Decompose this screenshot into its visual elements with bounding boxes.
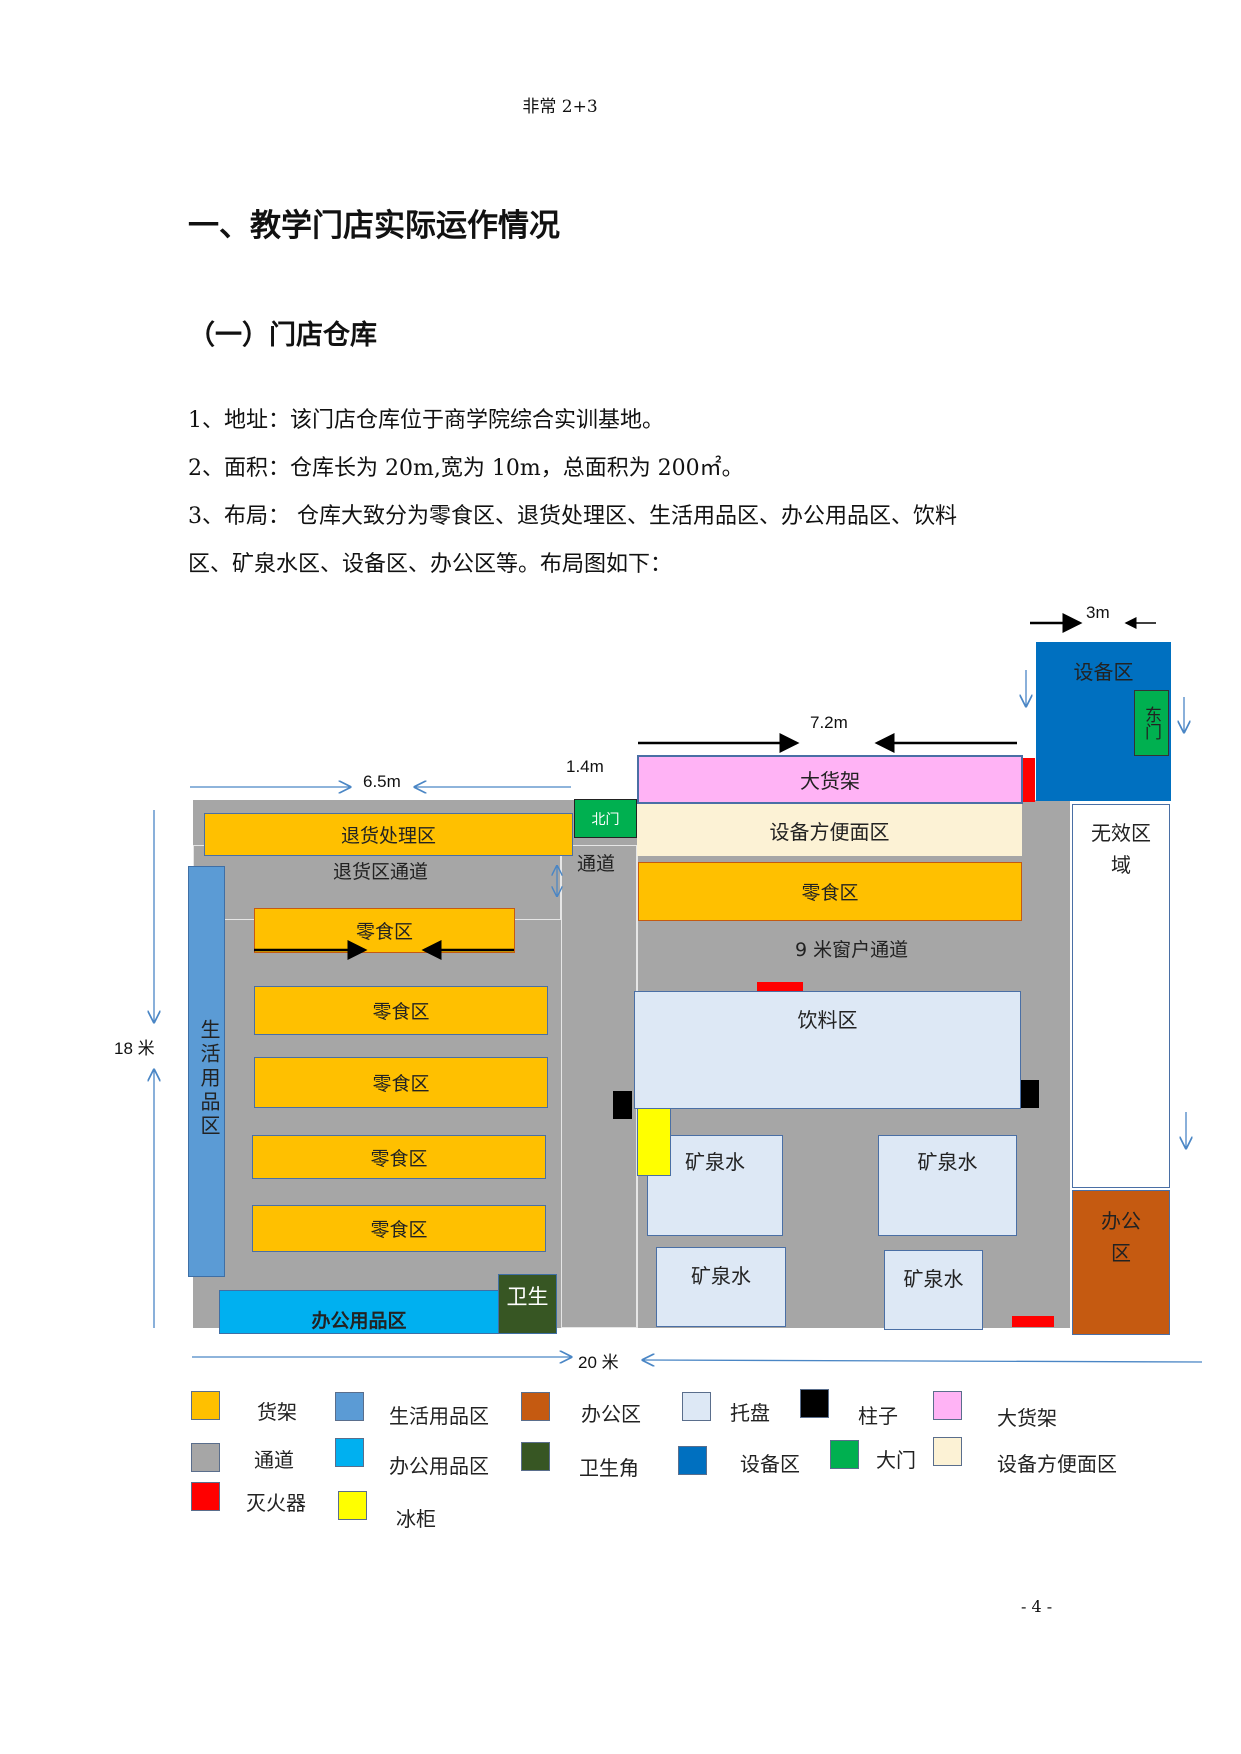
paragraph-area: 2、面积：仓库长为 20m,宽为 10m，总面积为 200㎡。 <box>188 456 744 481</box>
legend-label-aisle: 通道 <box>254 1448 294 1472</box>
dim-north: 1.4m <box>566 757 604 776</box>
water-area-2: 矿泉水 <box>878 1135 1017 1236</box>
extinguisher-mid <box>757 982 803 992</box>
legend-swatch-pallet <box>682 1392 711 1421</box>
water-area-4: 矿泉水 <box>884 1250 983 1330</box>
paragraph-address: 1、地址：该门店仓库位于商学院综合实训基地。 <box>188 408 664 433</box>
legend-swatch-convenience <box>933 1437 962 1466</box>
legend-swatch-office-supplies <box>335 1438 364 1467</box>
legend-label-door: 大门 <box>876 1448 916 1472</box>
legend-swatch-pillar <box>800 1389 829 1418</box>
water-area-3: 矿泉水 <box>656 1247 786 1327</box>
subsection-title: （一）门店仓库 <box>188 320 377 351</box>
legend-label-shelf: 货架 <box>257 1400 297 1424</box>
legend-swatch-big-shelf <box>933 1391 962 1420</box>
legend-swatch-shelf <box>191 1391 220 1420</box>
section-title: 一、教学门店实际运作情况 <box>188 208 560 244</box>
aisle-label: 通道 <box>577 853 616 875</box>
return-area: 退货处理区 <box>204 813 573 856</box>
snack-area-3: 零食区 <box>252 1135 546 1179</box>
equipment-convenience-area: 设备方便面区 <box>637 804 1022 856</box>
big-shelf: 大货架 <box>637 755 1023 804</box>
legend-label-office-supplies: 办公用品区 <box>389 1454 489 1478</box>
dim-top-right: 3m <box>1086 603 1110 622</box>
dim-width: 20 米 <box>578 1353 619 1372</box>
snack-area-right: 零食区 <box>638 862 1022 921</box>
legend-swatch-office <box>521 1392 550 1421</box>
drinks-area: 饮料区 <box>634 991 1021 1109</box>
snack-area-1: 零食区 <box>254 986 548 1035</box>
page-header: 非常 2+3 <box>522 97 598 117</box>
legend-label-big-shelf: 大货架 <box>997 1406 1057 1430</box>
legend-swatch-fridge <box>338 1491 367 1520</box>
legend-label-office: 办公区 <box>581 1402 641 1426</box>
window-aisle-label: 9 米窗户通道 <box>795 939 909 961</box>
legend-label-equipment: 设备区 <box>740 1452 800 1476</box>
office-supplies-area: 办公用品区 <box>219 1290 499 1334</box>
legend-label-fridge: 冰柜 <box>396 1507 436 1531</box>
legend-swatch-toilet <box>521 1442 550 1471</box>
pillar-right <box>1021 1080 1039 1108</box>
snack-area-2: 零食区 <box>254 1057 548 1108</box>
legend-label-daily: 生活用品区 <box>389 1404 489 1428</box>
legend-label-convenience: 设备方便面区 <box>997 1452 1117 1476</box>
extinguisher-top <box>1023 758 1035 802</box>
paragraph-layout-cont: 区、矿泉水区、设备区、办公区等。布局图如下： <box>188 552 673 577</box>
legend-swatch-door <box>830 1440 859 1469</box>
office-area: 办公区 <box>1072 1190 1170 1335</box>
legend-swatch-extinguisher <box>191 1482 220 1511</box>
legend-swatch-aisle <box>191 1443 220 1472</box>
paragraph-layout: 3、布局： 仓库大致分为零食区、退货处理区、生活用品区、办公用品区、饮料 <box>188 504 957 529</box>
toilet-area: 卫生 <box>498 1274 557 1334</box>
return-aisle-label: 退货区通道 <box>333 861 429 883</box>
page-number: - 4 - <box>1021 1597 1053 1616</box>
north-door: 北门 <box>574 799 637 838</box>
pillar-left <box>613 1091 632 1119</box>
legend-swatch-equipment <box>678 1446 707 1475</box>
east-door: 东门 <box>1134 690 1169 756</box>
extinguisher-bottom <box>1012 1316 1054 1327</box>
legend-label-pillar: 柱子 <box>858 1404 898 1428</box>
legend-swatch-daily <box>335 1392 364 1421</box>
legend-label-pallet: 托盘 <box>730 1401 770 1425</box>
snack-area-top: 零食区 <box>254 908 515 953</box>
dim-height: 18 米 <box>114 1039 155 1058</box>
legend-label-toilet: 卫生角 <box>579 1456 639 1480</box>
daily-goods-area: 生活用品区 <box>188 866 225 1277</box>
invalid-area: 无效区域 <box>1072 804 1170 1188</box>
snack-area-4: 零食区 <box>252 1205 546 1252</box>
dim-left-top: 6.5m <box>363 772 401 791</box>
legend-label-extinguisher: 灭火器 <box>246 1491 306 1515</box>
fridge <box>637 1108 671 1176</box>
dim-top-mid: 7.2m <box>810 713 848 732</box>
